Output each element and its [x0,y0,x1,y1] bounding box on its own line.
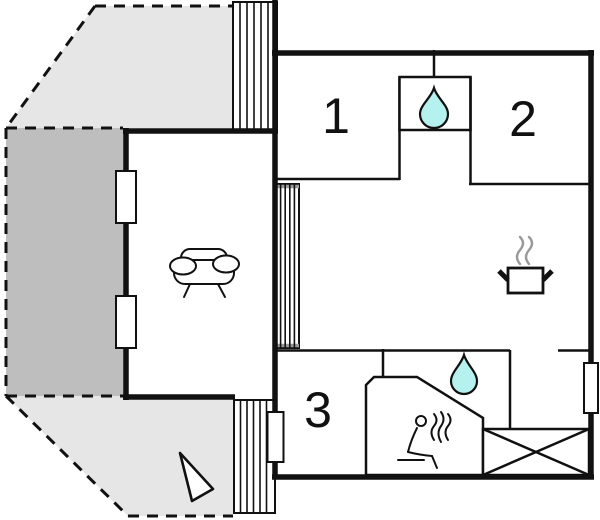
dashed-edge-top-diagonal [4,5,97,129]
sauna-person-icon [397,411,452,469]
room-2-label: 2 [509,91,537,147]
terrace-lower-deck [6,396,233,516]
room-3-label: 3 [304,382,332,438]
stairs-top [232,1,278,131]
window-livingroom-2 [115,295,137,349]
window-entry [583,362,599,414]
terrace-covered-deck [6,128,124,396]
dashed-edge-bottom-diagonal [4,394,130,518]
terrace-dashed-outline [4,4,233,518]
room-1-label: 1 [322,88,350,144]
door-room3 [266,411,285,463]
north-arrow-icon [178,451,215,503]
stairs-bottom [233,399,276,514]
terrace [6,6,233,516]
room-labels: 1 2 3 [304,88,537,438]
sofa-icon [169,248,240,298]
window-livingroom-1 [115,170,137,224]
cooking-pot-icon [497,235,554,295]
steam-icon [524,235,534,266]
stairs-middle [275,183,300,349]
storage-cross-icon [481,427,591,477]
terrace-upper-deck [6,6,232,128]
steam-icon [515,235,525,266]
water-drop-icon [418,84,450,130]
water-drop-icon [449,351,479,396]
openings [115,170,599,463]
bathrooms [418,84,479,396]
